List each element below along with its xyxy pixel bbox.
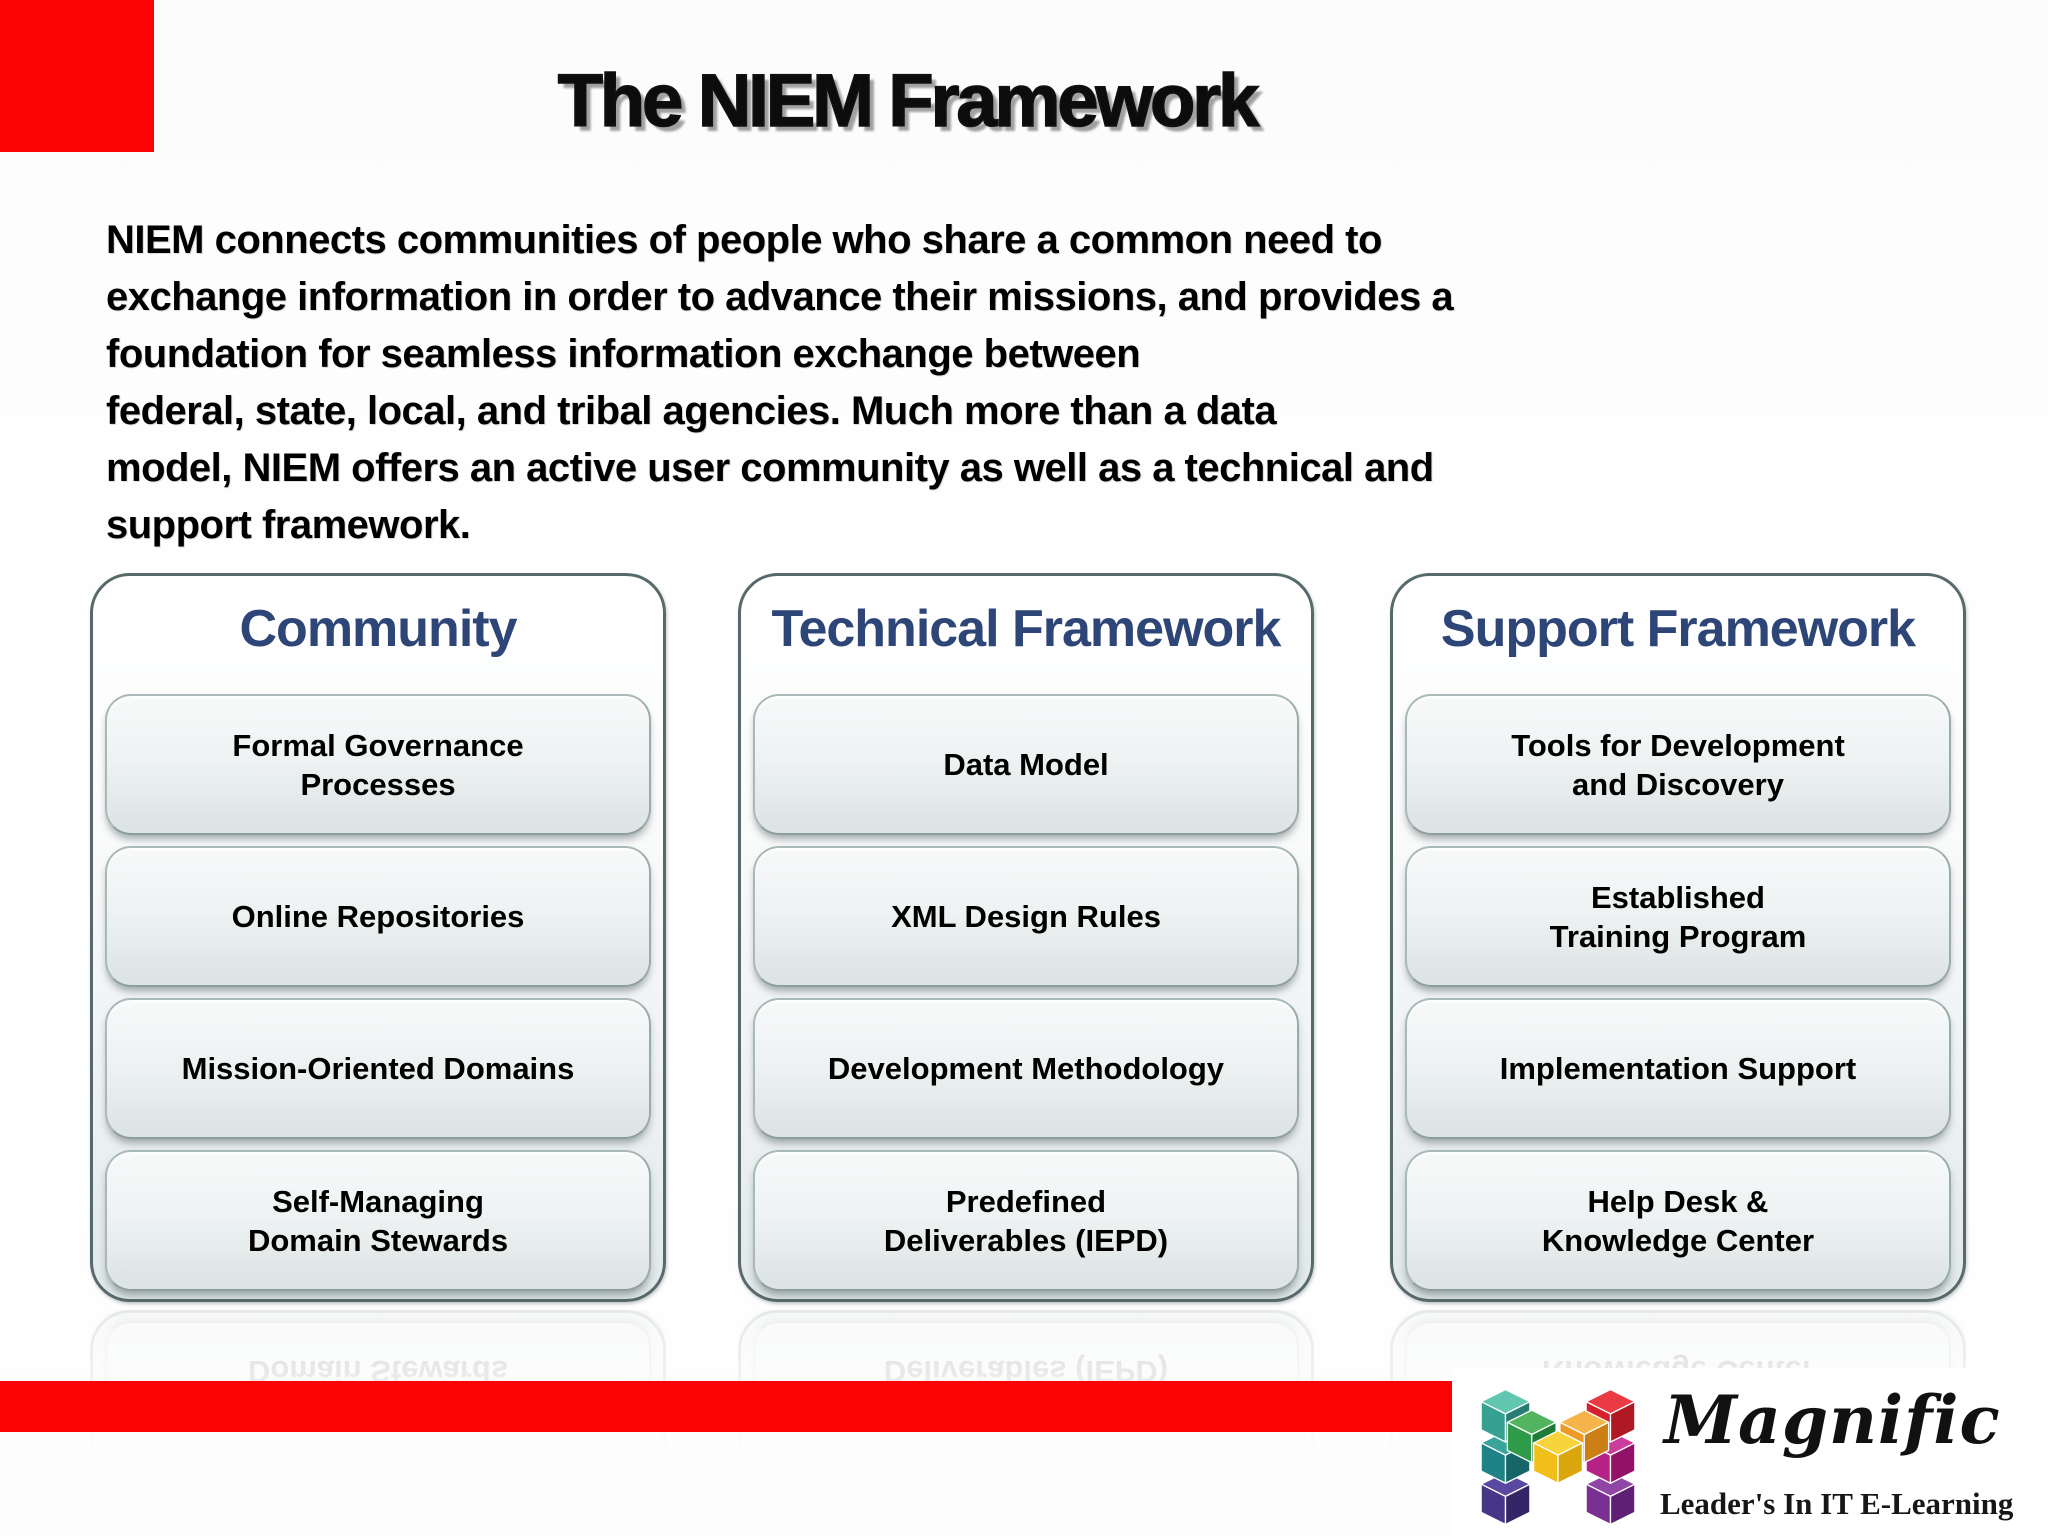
technical-item-data-model: Data Model — [753, 694, 1299, 835]
intro-paragraph: NIEM connects communities of people who … — [106, 218, 1454, 547]
panel-support-items: Tools for Development and Discovery Esta… — [1405, 694, 1951, 1291]
panel-technical-items: Data Model XML Design Rules Development … — [753, 694, 1299, 1291]
support-item-established-training: Established Training Program — [1405, 846, 1951, 987]
magnific-cubes-icon — [1480, 1388, 1636, 1526]
footer-red-bar — [0, 1381, 1463, 1432]
magnific-logo: Magnific Leader's In IT E-Learning — [1452, 1368, 2048, 1536]
community-item-self-managing-stewards: Self-Managing Domain Stewards — [105, 1150, 651, 1291]
slide-title: The NIEM Framework — [557, 58, 1260, 143]
panel-community-title: Community — [239, 600, 518, 658]
panel-community: Community Formal Governance Processes On… — [90, 573, 666, 1302]
panel-support-framework: Support Framework Tools for Development … — [1390, 573, 1966, 1302]
community-item-formal-governance: Formal Governance Processes — [105, 694, 651, 835]
community-item-online-repositories: Online Repositories — [105, 846, 651, 987]
technical-item-xml-design-rules: XML Design Rules — [753, 846, 1299, 987]
magnific-brand-text: Magnific — [1664, 1381, 2001, 1459]
magnific-tagline-text: Leader's In IT E-Learning — [1660, 1486, 2014, 1521]
support-item-tools-development-discovery: Tools for Development and Discovery — [1405, 694, 1951, 835]
support-item-implementation-support: Implementation Support — [1405, 998, 1951, 1139]
technical-item-predefined-deliverables: Predefined Deliverables (IEPD) — [753, 1150, 1299, 1291]
community-item-mission-oriented-domains: Mission-Oriented Domains — [105, 998, 651, 1139]
red-accent-square — [0, 0, 154, 152]
panel-community-items: Formal Governance Processes Online Repos… — [105, 694, 651, 1291]
panel-technical-title: Technical Framework — [771, 600, 1282, 658]
technical-item-development-methodology: Development Methodology — [753, 998, 1299, 1139]
panel-technical-framework: Technical Framework Data Model XML Desig… — [738, 573, 1314, 1302]
support-item-help-desk-knowledge: Help Desk & Knowledge Center — [1405, 1150, 1951, 1291]
panel-support-title: Support Framework — [1440, 600, 1916, 658]
